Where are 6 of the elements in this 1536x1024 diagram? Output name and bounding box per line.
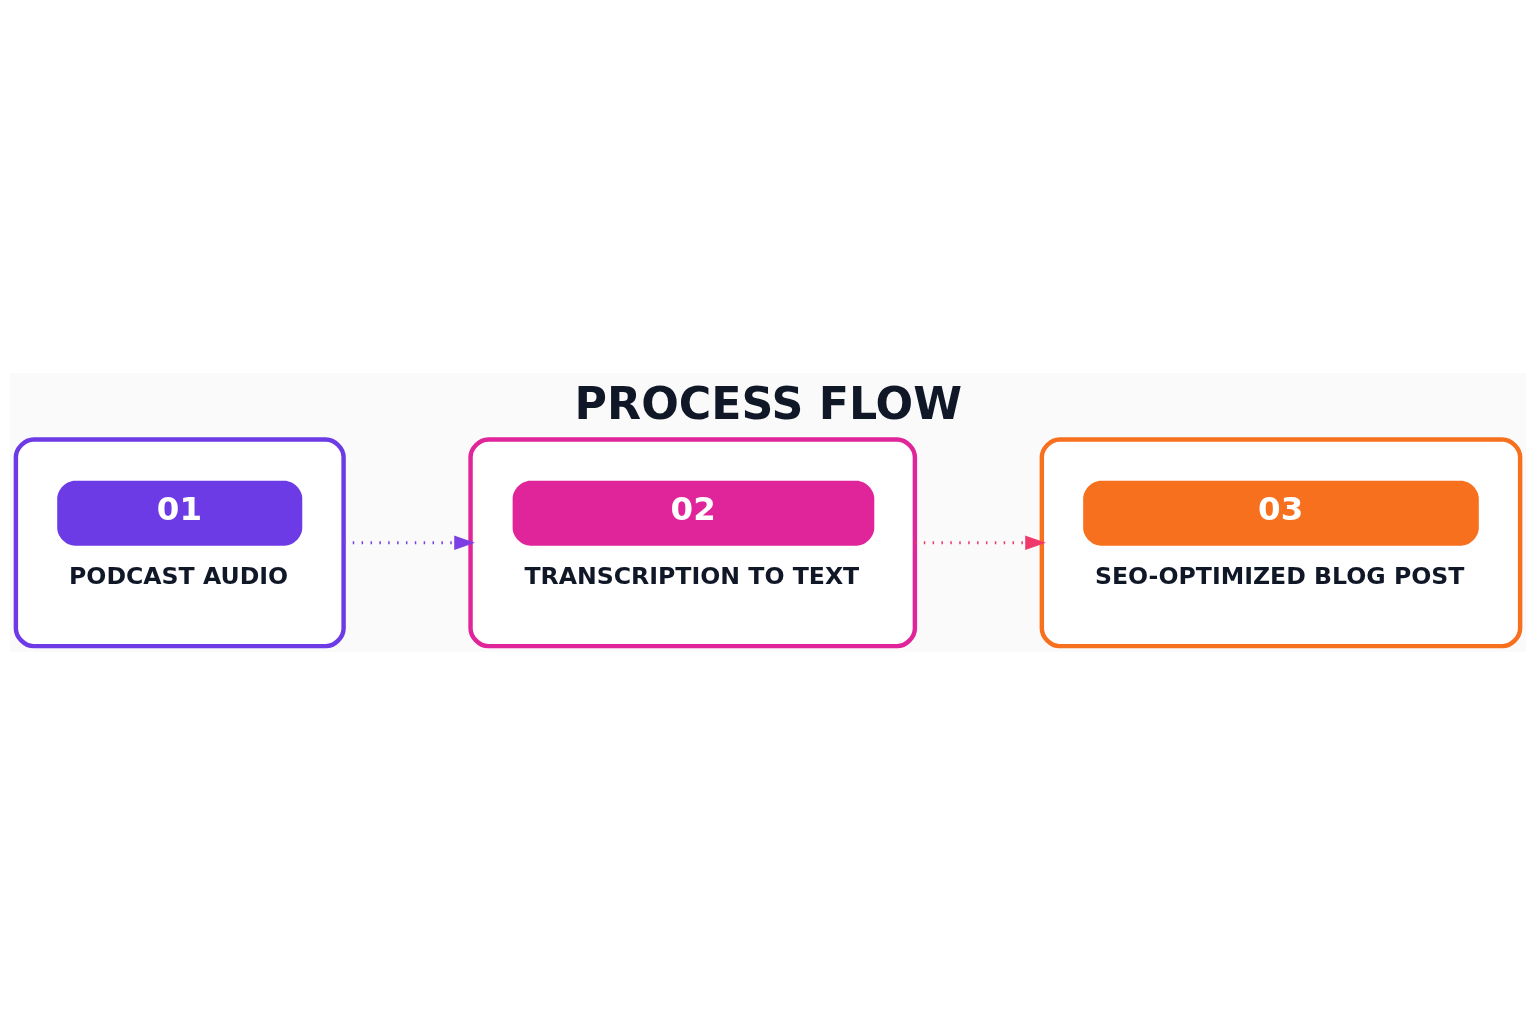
node-box: 01 PODCAST AUDIO	[13, 436, 346, 648]
diagram-title: PROCESS FLOW	[574, 377, 963, 429]
arrow	[915, 535, 1046, 550]
node-box: 03 SEO-OPTIMIZED BLOG POST	[1039, 436, 1523, 648]
node-box: 02 TRANSCRIPTION TO TEXT	[468, 436, 918, 648]
arrow	[344, 535, 475, 550]
